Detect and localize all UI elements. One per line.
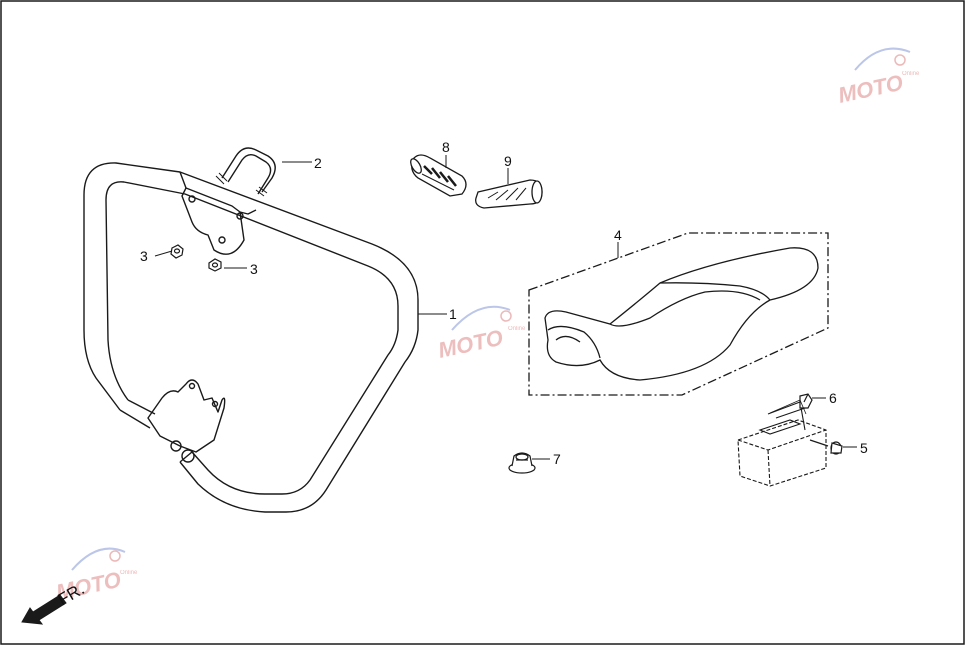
leader-lines [154, 155, 857, 460]
battery-part [737, 401, 827, 487]
watermark-small-text: Online [120, 570, 138, 576]
callout-1-crash-bar: 1 [449, 306, 457, 322]
watermark-logo-top-right: MOTO Online [836, 47, 920, 108]
battery-nut-part [799, 393, 813, 409]
nut-part-a [170, 244, 184, 259]
grip-left-part [410, 154, 467, 197]
callout-4-seat: 4 [614, 227, 622, 243]
callout-7-grommet: 7 [553, 451, 561, 467]
seat-part [528, 232, 829, 396]
callout-6-battery-nut: 6 [829, 390, 837, 406]
nut-part-b [208, 258, 222, 272]
watermark-small-text: Online [508, 326, 526, 332]
callout-8-grip-left: 8 [442, 139, 450, 155]
callout-2-u-bolt: 2 [314, 155, 322, 171]
watermark-logo-text: MOTO [836, 70, 905, 108]
watermark-logo-text: MOTO [436, 325, 505, 363]
callout-9-grip-right: 9 [504, 153, 512, 169]
grommet-part [508, 452, 536, 474]
u-bolt-part [215, 147, 276, 197]
grip-right-part [475, 179, 543, 209]
crash-bar-part [83, 162, 419, 513]
watermark-small-text: Online [902, 71, 920, 77]
callout-3-nut-a: 3 [140, 248, 148, 264]
battery-bolt-part [809, 439, 843, 455]
front-arrow-icon [21, 594, 67, 625]
callout-5-battery-bolt: 5 [860, 440, 868, 456]
callout-3-nut-b: 3 [250, 261, 258, 277]
